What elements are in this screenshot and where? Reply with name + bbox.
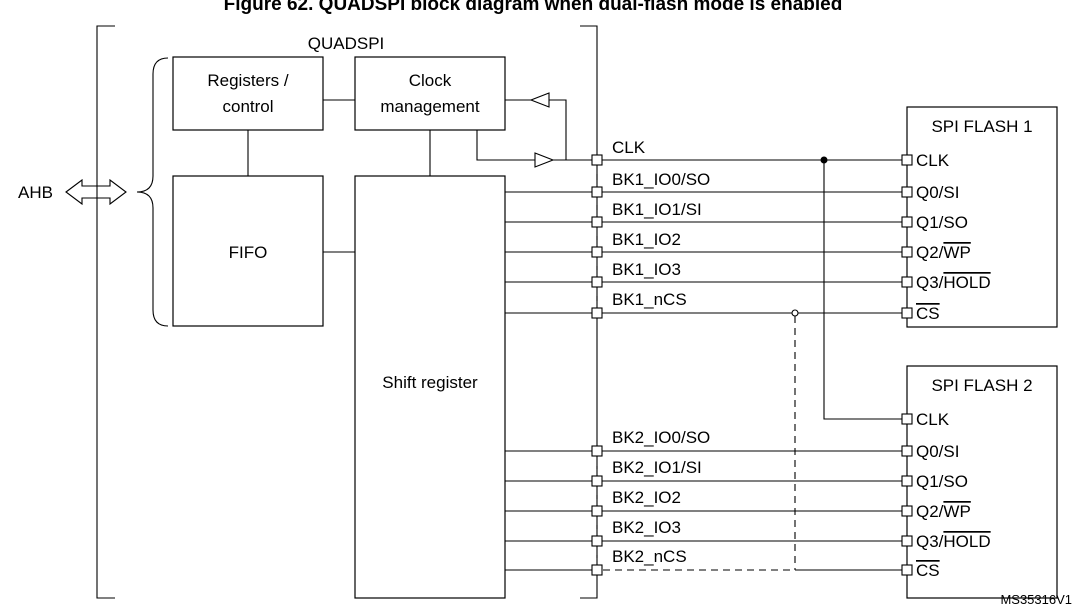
- ahb-label: AHB: [18, 183, 53, 202]
- spi-flash-2-block: [906, 365, 1058, 599]
- signal-bk2-io2: BK2_IO2: [612, 488, 681, 507]
- bank1-signal-lines: [597, 159, 902, 314]
- flash1-pin-q2: Q2/WP: [916, 243, 971, 262]
- flash1-pin-clk: CLK: [916, 151, 950, 170]
- clk-out-buffer-icon: [534, 152, 555, 168]
- flash1-pin-q3: Q3/HOLD: [916, 273, 991, 292]
- figure-title: Figure 62. QUADSPI block diagram when du…: [224, 0, 843, 15]
- flash2-pin-cs: CS: [916, 561, 940, 580]
- clk-loop-wire: [549, 99, 567, 161]
- shift-register-wires: [505, 191, 592, 571]
- spi-flash-1-block: [906, 106, 1058, 328]
- flash2-pin-q2: Q2/WP: [916, 502, 971, 521]
- spi-flash-1-pins: [901, 154, 913, 319]
- signal-clk: CLK: [612, 138, 646, 157]
- fifo-label: FIFO: [229, 243, 268, 262]
- bank2-signal-lines: [597, 450, 902, 571]
- signal-bk2-io0: BK2_IO0/SO: [612, 428, 710, 447]
- internal-blocks-brace: [136, 57, 169, 327]
- flash2-pin-clk: CLK: [916, 410, 950, 429]
- flash1-pin-cs: CS: [916, 304, 940, 323]
- spi-flash-1-title: SPI FLASH 1: [931, 117, 1032, 136]
- spi-flash-2-pins: [901, 413, 913, 576]
- signal-bk1-io1: BK1_IO1/SI: [612, 200, 702, 219]
- registers-label-line1: Registers /: [207, 71, 289, 90]
- quadspi-left-bracket: [96, 25, 115, 599]
- signal-bk1-ncs: BK1_nCS: [612, 290, 687, 309]
- signal-bk2-ncs: BK2_nCS: [612, 547, 687, 566]
- spi-flash-2-title: SPI FLASH 2: [931, 376, 1032, 395]
- quadspi-pins: [591, 154, 603, 576]
- flash2-pin-q1: Q1/SO: [916, 472, 968, 491]
- registers-label-line2: control: [222, 97, 273, 116]
- quadspi-label: QUADSPI: [308, 34, 385, 53]
- cs-optional-junction: [791, 309, 799, 317]
- signal-bk1-io0: BK1_IO0/SO: [612, 170, 710, 189]
- clock-label-line1: Clock: [409, 71, 452, 90]
- clk-to-flash2-wire: [823, 160, 902, 420]
- signal-bk1-io3: BK1_IO3: [612, 260, 681, 279]
- flash2-pin-q0: Q0/SI: [916, 442, 959, 461]
- clock-management-block: [354, 56, 506, 131]
- shift-register-block: [354, 175, 506, 599]
- ahb-double-arrow-icon: [65, 178, 127, 206]
- clk-out-wire: [476, 130, 535, 161]
- flash2-pin-q3: Q3/HOLD: [916, 532, 991, 551]
- signal-bk2-io1: BK2_IO1/SI: [612, 458, 702, 477]
- shift-register-label: Shift register: [382, 373, 478, 392]
- signal-bk2-io3: BK2_IO3: [612, 518, 681, 537]
- clk-feedback-buffer-icon: [529, 92, 550, 108]
- clock-label-line2: management: [380, 97, 480, 116]
- flash1-pin-q1: Q1/SO: [916, 213, 968, 232]
- figure-reference-code: MS35316V1: [1000, 592, 1072, 607]
- registers-control-block: [172, 56, 324, 131]
- flash1-pin-q0: Q0/SI: [916, 183, 959, 202]
- signal-bk1-io2: BK1_IO2: [612, 230, 681, 249]
- fifo-block: [172, 175, 324, 327]
